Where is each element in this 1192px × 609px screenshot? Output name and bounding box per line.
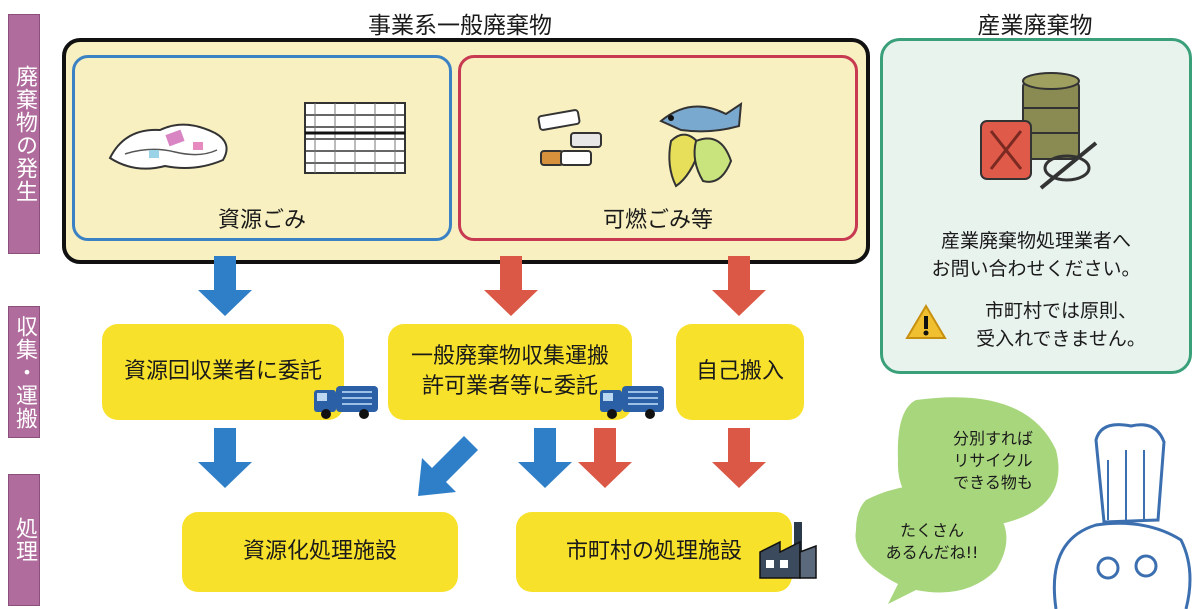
chef-mascot <box>1052 423 1192 609</box>
garbage-truck-icon <box>314 386 378 419</box>
bubble2-line1: たくさん <box>899 521 964 540</box>
arrow-contractor-to-recycling <box>198 428 252 488</box>
permit-contractor-line2: 許可業者等に委託 <box>421 374 598 399</box>
recycling-facility-pill: 資源化処理施設 <box>182 512 458 592</box>
resource-waste-label: 資源ごみ <box>217 208 306 233</box>
industrial-waste-box: 産業廃棄物処理業者へ お問い合わせください。 市町村では原則、 受入れできません… <box>880 38 1192 374</box>
bubble2-line2: あるんだね!! <box>885 543 979 562</box>
stage-label-generation: 廃棄物の発生 <box>8 14 40 254</box>
municipal-facility-pill: 市町村の処理施設 <box>516 512 792 592</box>
warning-line2: 受入れできません。 <box>976 328 1146 350</box>
speech-bubble-2 <box>855 485 1007 604</box>
bubble1-line2: リサイクル <box>953 451 1033 470</box>
arrow-permit-to-recycling <box>418 436 478 496</box>
business-general-waste-title: 事業系一般廃棄物 <box>368 13 552 39</box>
bubble1-line1: 分別すれば <box>952 429 1033 448</box>
combustible-waste-box: 可燃ごみ等 <box>458 55 858 241</box>
arrow-permit-to-municipal-red <box>578 428 632 488</box>
resource-contractor-pill: 資源回収業者に委託 <box>102 324 344 420</box>
garbage-truck-icon <box>600 386 664 419</box>
cigarette-butts-icon <box>537 109 602 166</box>
warning-line1: 市町村では原則、 <box>984 300 1137 322</box>
clothes-icon <box>108 123 228 170</box>
stage-label-processing: 処理 <box>8 474 40 606</box>
permit-contractor-pill: 一般廃棄物収集運搬 許可業者等に委託 <box>388 324 632 420</box>
food-waste-icon <box>659 102 743 188</box>
arrow-self-to-municipal <box>712 428 766 488</box>
speech-bubbles <box>855 397 1192 609</box>
industrial-contact-line1: 産業廃棄物処理業者へ <box>940 230 1131 252</box>
bubble1-line3: できる物も <box>953 473 1033 492</box>
self-transport-pill: 自己搬入 <box>676 324 804 420</box>
industrial-waste-title: 産業廃棄物 <box>977 13 1093 39</box>
arrow-combustible-to-permit <box>484 256 538 316</box>
permit-contractor-line1: 一般廃棄物収集運搬 <box>410 344 609 369</box>
resource-waste-box: 資源ごみ <box>72 55 452 241</box>
arrow-permit-to-municipal-blue <box>518 428 572 488</box>
arrow-resource-to-contractor <box>198 256 252 316</box>
stage-label-collection: 収集・運搬 <box>8 306 40 438</box>
arrow-combustible-to-self <box>712 256 766 316</box>
industrial-contact-line2: お問い合わせください。 <box>931 258 1141 280</box>
combustible-waste-label: 可燃ごみ等 <box>602 208 713 233</box>
warning-icon <box>905 304 947 339</box>
newspaper-bundle-icon <box>304 102 406 174</box>
factory-icon <box>759 522 817 579</box>
drum-can-icon <box>980 72 1098 190</box>
